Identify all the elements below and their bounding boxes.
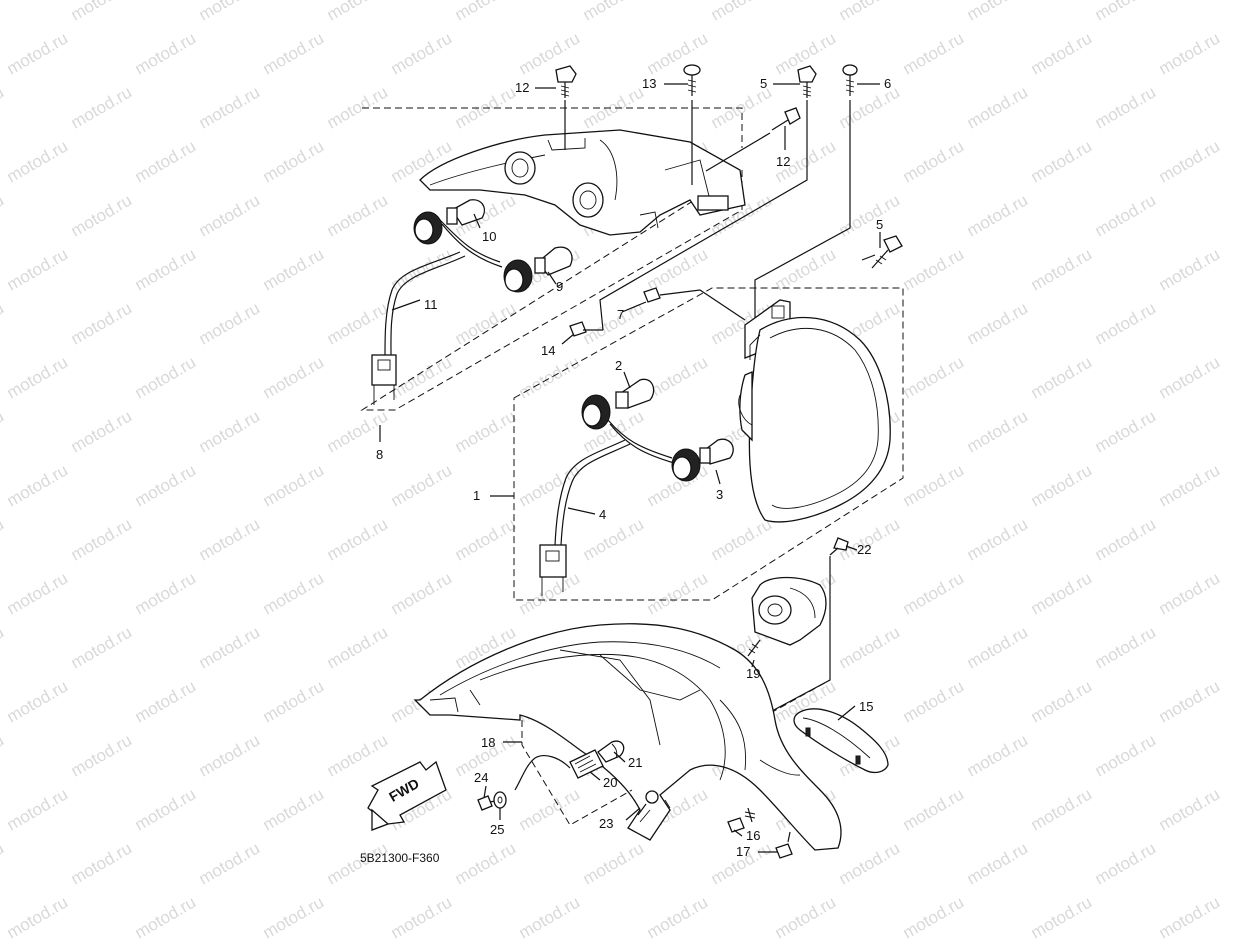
nut-23 [645, 790, 659, 804]
callout-8: 8 [376, 447, 384, 462]
license-bulb-21 [597, 740, 625, 763]
wire-harness-11 [371, 219, 503, 405]
callout-2: 2 [615, 358, 623, 373]
rear-lamp-housing-top [419, 129, 746, 236]
bulb-10-and-socket [413, 199, 485, 245]
screw-5-top [797, 65, 817, 98]
clip-7 [643, 287, 661, 303]
screw-22 [829, 537, 849, 556]
callout-15: 15 [859, 699, 874, 714]
callout-12-top: 12 [515, 80, 530, 95]
screw-13 [683, 64, 701, 96]
screw-19 [747, 639, 761, 657]
callout-23: 23 [599, 816, 614, 831]
rear-fender [413, 623, 842, 851]
callout-25: 25 [490, 822, 505, 837]
tail-lamp-unit [738, 299, 891, 523]
callout-5-top: 5 [760, 76, 768, 91]
screw-12-angled [771, 107, 801, 131]
callout-20: 20 [603, 775, 618, 790]
callout-21: 21 [628, 755, 643, 770]
screw-5-right [871, 235, 903, 269]
callout-14: 14 [541, 343, 556, 358]
reflector-15 [793, 708, 889, 774]
washer-25 [493, 791, 507, 809]
callout-24: 24 [474, 770, 489, 785]
license-lamp [751, 576, 827, 646]
clip-14 [569, 321, 587, 337]
callout-5-right: 5 [876, 217, 884, 232]
fwd-arrow [367, 760, 447, 831]
nut-16-17 [727, 807, 793, 859]
callout-22: 22 [857, 542, 872, 557]
callout-19: 19 [746, 666, 761, 681]
callout-16: 16 [746, 828, 761, 843]
wire-harness-4 [539, 419, 675, 596]
bulb-9-and-socket [503, 246, 573, 293]
assembly-box-1 [513, 287, 904, 601]
callout-11: 11 [424, 297, 438, 312]
callout-9: 9 [556, 279, 564, 294]
callout-12-mid: 12 [776, 154, 791, 169]
screw-6 [842, 64, 858, 96]
callout-17: 17 [736, 844, 751, 859]
callout-3: 3 [716, 487, 724, 502]
callout-6: 6 [884, 76, 892, 91]
callout-4: 4 [599, 507, 607, 522]
callout-7: 7 [617, 307, 625, 322]
leader-lines [379, 83, 881, 853]
bulb-3-and-socket [671, 438, 734, 482]
callout-13: 13 [642, 76, 657, 91]
drawing-code: 5B21300-F360 [360, 851, 440, 865]
bulb-socket-20 [569, 749, 604, 779]
assembly-box-18 [521, 720, 633, 826]
bulb-2-and-socket [581, 378, 655, 430]
callout-10: 10 [482, 229, 497, 244]
callout-18: 18 [481, 735, 496, 750]
callout-1: 1 [473, 488, 481, 503]
wire-18 [514, 755, 571, 791]
screw-12-top [555, 65, 577, 98]
